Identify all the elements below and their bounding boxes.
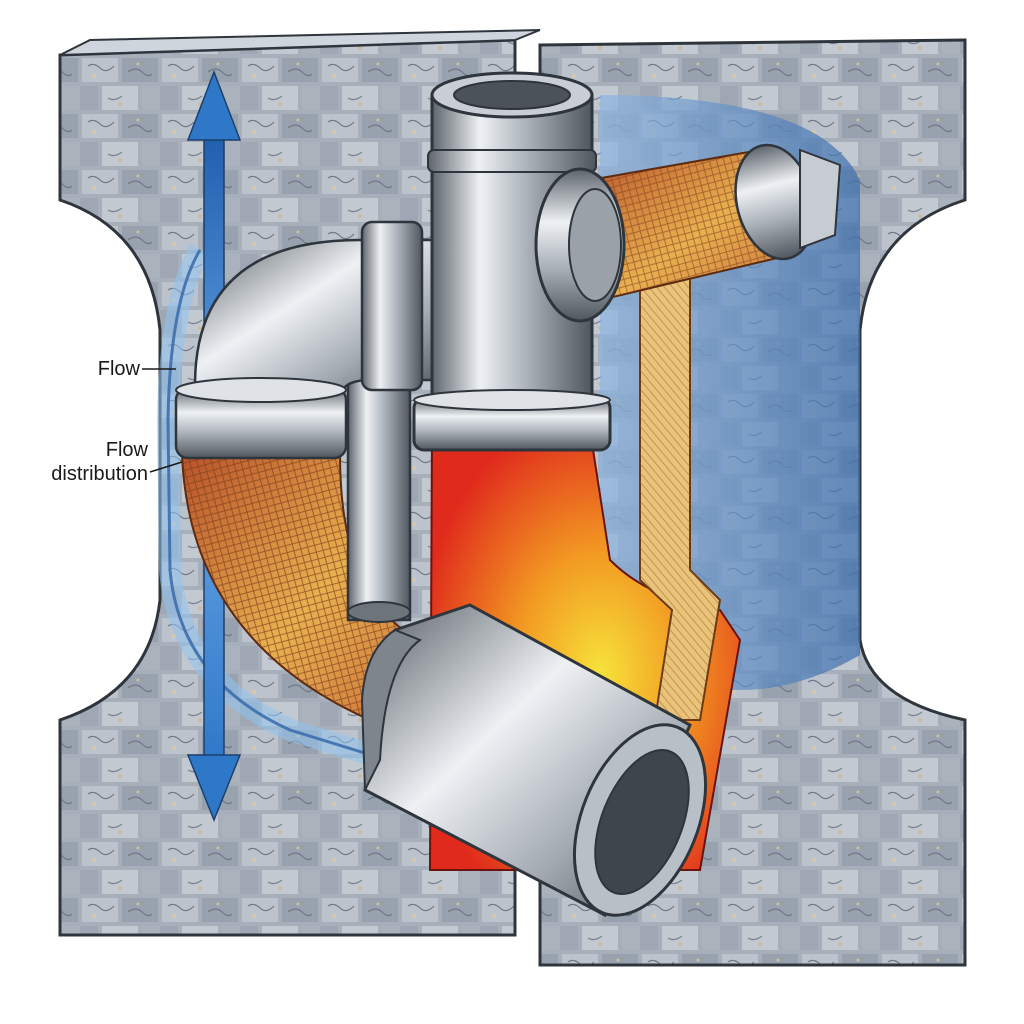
upper-mesh-pipe xyxy=(588,143,842,302)
bend-collar xyxy=(174,377,348,460)
flow-channel xyxy=(156,244,424,781)
flow-distribution-label: Flow distribution xyxy=(51,438,148,486)
tee-branch-coupling xyxy=(534,167,626,323)
flow-label: Flow xyxy=(98,357,140,381)
elbow-pipe xyxy=(193,220,442,401)
outlet-pipe xyxy=(360,603,708,918)
flow-label-text: Flow xyxy=(97,358,140,380)
inner-vertical-pipe xyxy=(346,378,412,623)
flow-distribution-leader-line xyxy=(149,461,183,473)
flow-distribution-label-line1: Flow xyxy=(105,439,148,461)
insulated-strap xyxy=(639,199,722,721)
flow-distribution-label-line2: distribution xyxy=(51,463,148,485)
